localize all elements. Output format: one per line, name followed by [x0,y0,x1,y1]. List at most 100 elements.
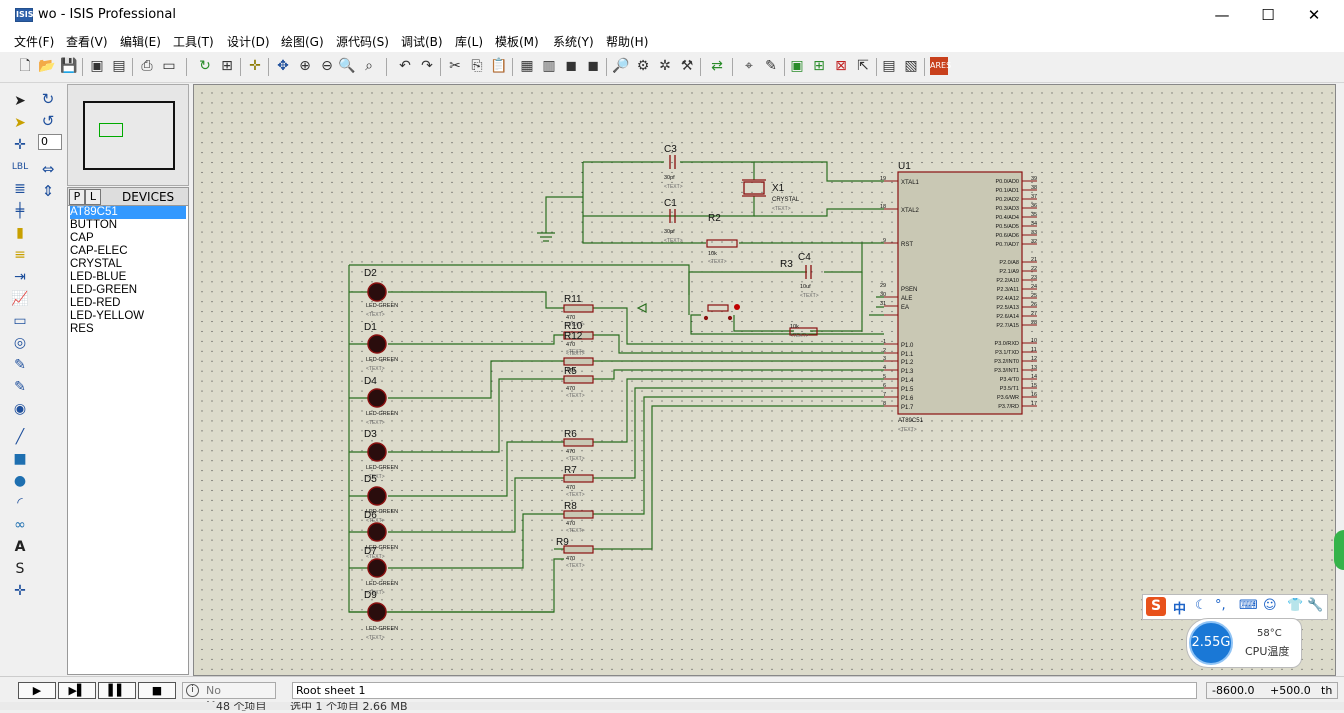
mirror-vertical-icon[interactable]: ⇕ [41,182,55,200]
device-item[interactable]: LED-BLUE [70,271,127,283]
menu-file[interactable]: 文件(F) [14,35,55,49]
rotate-clockwise-icon[interactable]: ↻ [41,90,55,108]
origin-icon[interactable]: ✛ [249,58,261,74]
terminals-icon[interactable]: ≡ [14,247,26,263]
search-tag-icon[interactable]: ⌖ [745,58,753,74]
device-item[interactable]: CRYSTAL [70,258,122,270]
menu-source[interactable]: 源代码(S) [336,35,389,49]
device-item[interactable]: LED-RED [70,297,121,309]
pick-device-icon[interactable]: 🔎 [612,58,630,74]
stop-button[interactable]: ■ [138,682,176,699]
open-folder-icon[interactable]: 📂 [38,58,56,74]
zoom-area-icon[interactable]: ⌕ [365,58,373,74]
menu-debug[interactable]: 调试(B) [401,35,443,49]
new-sheet-icon[interactable]: ▣ [790,58,804,74]
wire-autorouter-icon[interactable]: ⇄ [711,58,723,74]
isis-app-icon[interactable]: ISIS [15,8,33,22]
refresh-icon[interactable]: ↻ [199,58,211,74]
path-tool-icon[interactable]: ∞ [14,517,26,533]
text-script-icon[interactable]: ≣ [14,181,26,197]
packaging-icon[interactable]: ✲ [659,58,671,74]
menu-design[interactable]: 设计(D) [227,35,270,49]
device-item[interactable]: RES [70,323,94,335]
wrench-icon[interactable]: 🔧 [1307,598,1324,613]
pan-icon[interactable]: ✥ [277,58,289,74]
cpu-widget[interactable]: 2.55G 58°C CPU温度 [1186,618,1302,668]
current-probe-icon[interactable]: ✎ [14,379,26,395]
shirt-icon[interactable]: 👕 [1287,598,1304,613]
page-setup-icon[interactable]: ▭ [162,58,176,74]
maximize-button[interactable]: ☐ [1261,6,1275,24]
menu-library[interactable]: 库(L) [455,35,484,49]
arc-tool-icon[interactable]: ◜ [17,495,23,511]
resistor-symbols-top[interactable] [703,239,818,336]
u1-chip[interactable] [884,171,1037,415]
menu-template[interactable]: 模板(M) [495,35,539,49]
menu-help[interactable]: 帮助(H) [606,35,649,49]
make-device-icon[interactable]: ⚙ [636,58,650,74]
library-manager-button[interactable]: L [85,189,101,205]
add-sheet-icon[interactable]: ⊞ [813,58,825,74]
circle-tool-icon[interactable]: ● [13,473,27,489]
device-item[interactable]: CAP [70,232,94,244]
device-item[interactable]: CAP-ELEC [70,245,128,257]
wire-label-icon[interactable]: LBL [11,162,29,172]
virtual-instruments-icon[interactable]: ◉ [13,401,27,417]
import-icon[interactable]: ▣ [90,58,104,74]
exit-sheet-icon[interactable]: ⇱ [857,58,869,74]
block-rotate-icon[interactable]: ◼ [565,58,577,74]
zoom-all-icon[interactable]: 🔍 [338,58,356,74]
selection-mode-icon[interactable]: ➤ [14,93,26,109]
menu-system[interactable]: 系统(Y) [553,35,594,49]
led-symbols[interactable] [367,282,387,622]
print-icon[interactable]: ⎙ [141,58,153,74]
menu-tools[interactable]: 工具(T) [173,35,214,49]
save-icon[interactable]: 💾 [60,58,78,74]
ime-language[interactable]: 中 [1173,602,1187,617]
device-item[interactable]: AT89C51 [70,206,186,219]
menu-view[interactable]: 查看(V) [66,35,108,49]
rotate-anticlockwise-icon[interactable]: ↺ [41,112,55,130]
copy-icon[interactable]: ⎘ [471,58,483,74]
grid-icon[interactable]: ⊞ [221,58,233,74]
overview-viewport[interactable] [99,123,123,137]
new-file-icon[interactable]: 🗋 [19,58,31,74]
cut-icon[interactable]: ✂ [449,58,461,74]
resistor-symbols-470[interactable] [563,304,594,554]
device-item[interactable]: BUTTON [70,219,118,231]
punct-icon[interactable]: °, [1215,598,1226,613]
tape-recorder-icon[interactable]: ▭ [13,313,27,329]
side-badge[interactable] [1334,530,1344,570]
erc-report-icon[interactable]: ▧ [904,58,918,74]
zoom-in-icon[interactable]: ⊕ [299,58,311,74]
export-icon[interactable]: ▤ [112,58,126,74]
rotation-angle-field[interactable]: 0 [38,134,62,150]
minimize-button[interactable]: — [1214,6,1230,24]
device-pins-icon[interactable]: ⇥ [14,269,26,285]
play-button[interactable]: ▶ [18,682,56,699]
marker-tool-icon[interactable]: ✛ [14,583,26,599]
user-icon[interactable]: ☺ [1263,598,1277,613]
moon-icon[interactable]: ☾ [1195,598,1207,613]
bill-of-materials-icon[interactable]: ▤ [882,58,896,74]
messages-box[interactable]: i No Messages [182,682,276,712]
device-item[interactable]: LED-YELLOW [70,310,145,322]
voltage-probe-icon[interactable]: ✎ [14,357,26,373]
property-tool-icon[interactable]: ✎ [765,58,777,74]
sogou-logo-icon[interactable]: S [1146,597,1166,616]
block-move-icon[interactable]: ▥ [542,58,556,74]
graph-icon[interactable]: 📈 [11,291,29,307]
overview-window[interactable] [67,84,189,186]
step-button[interactable]: ▶▌ [58,682,96,699]
schematic-canvas[interactable]: U1 AT89C51 <TEXT> XTAL1 XTAL2 RST PSEN A… [193,84,1336,676]
generator-icon[interactable]: ◎ [13,335,27,351]
capacitor-symbols[interactable] [669,155,812,279]
device-item[interactable]: LED-GREEN [70,284,138,296]
keyboard-icon[interactable]: ⌨ [1239,598,1258,613]
block-delete-icon[interactable]: ◼ [587,58,599,74]
decompose-icon[interactable]: ⚒ [680,58,694,74]
box-tool-icon[interactable]: ■ [13,451,27,467]
line-tool-icon[interactable]: ╱ [15,429,25,445]
pick-devices-button[interactable]: P [69,189,85,205]
remove-sheet-icon[interactable]: ⊠ [835,58,847,74]
